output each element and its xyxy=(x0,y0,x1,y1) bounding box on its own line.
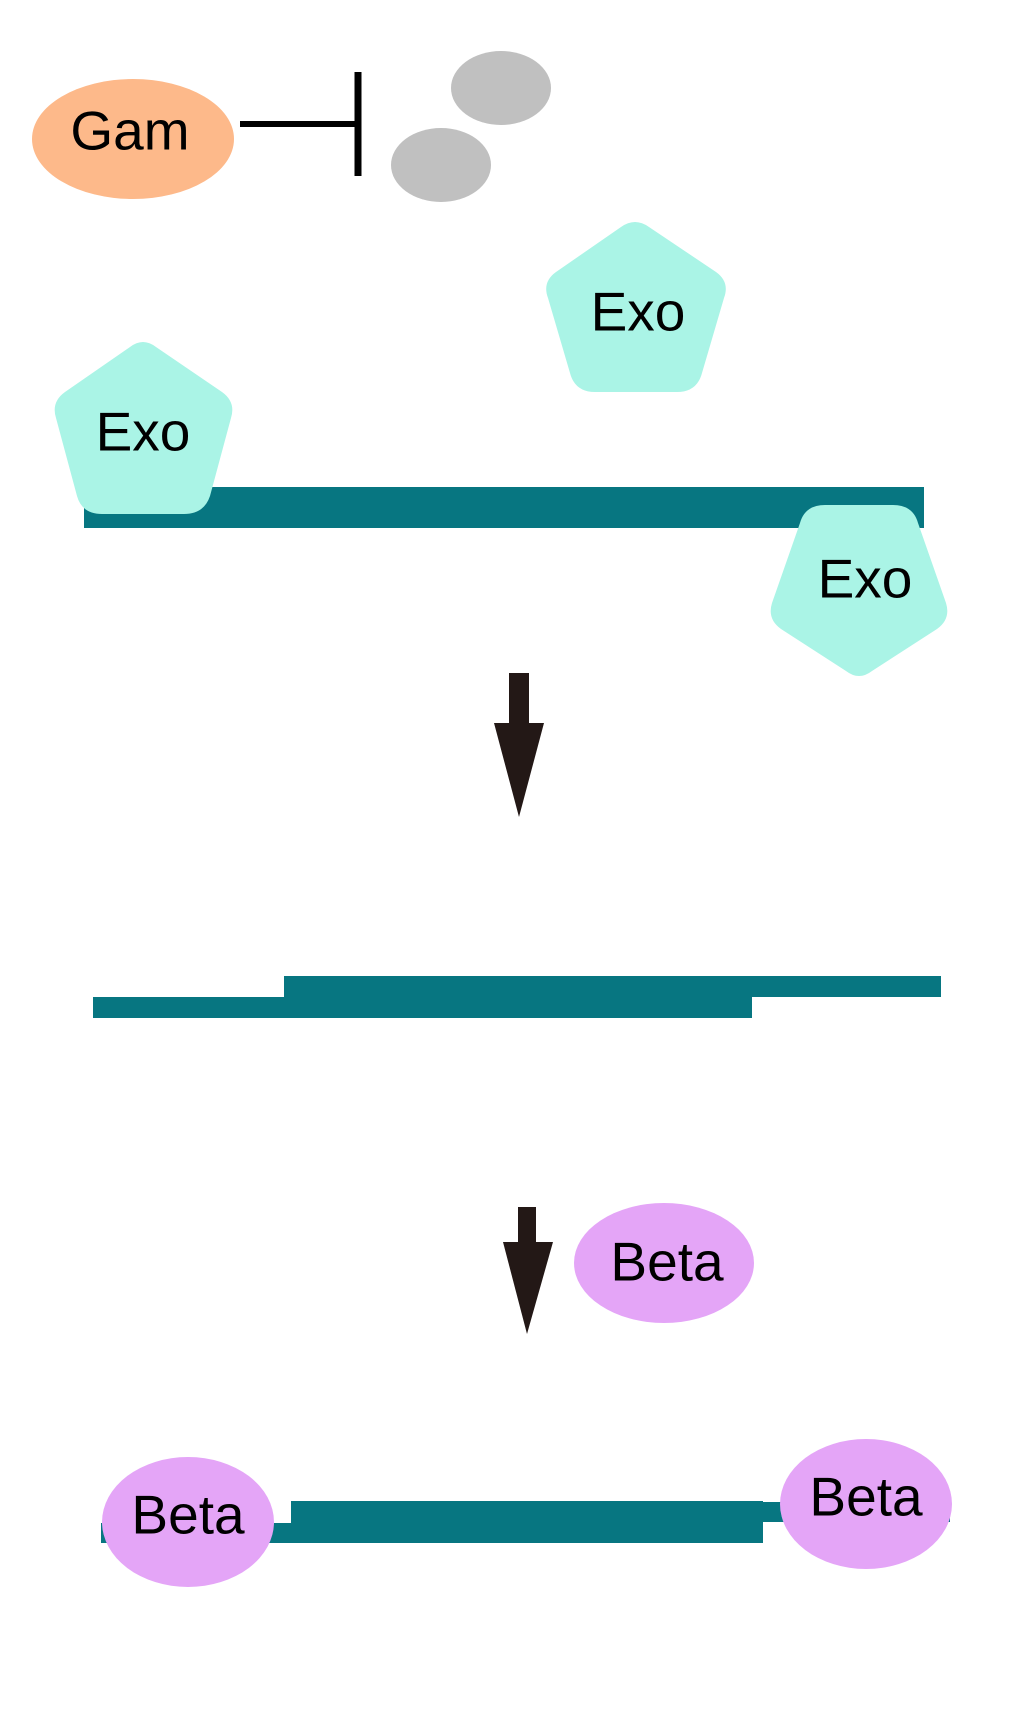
beta-label: Beta xyxy=(809,1466,923,1528)
beta-ellipse xyxy=(780,1439,952,1569)
gam-protein: Gam xyxy=(32,79,234,199)
exo-protein-right-end: Exo xyxy=(770,505,948,676)
stage-1-exo-digestion: Gam Exo Exo Exo xyxy=(32,51,948,676)
beta-label: Beta xyxy=(131,1484,245,1546)
arrow-shaft xyxy=(509,673,529,733)
beta-ellipse xyxy=(574,1203,754,1323)
complex-subunit-top xyxy=(451,51,551,125)
arrow-head xyxy=(503,1242,553,1334)
dna-bottom-strand xyxy=(93,997,752,1018)
stage-3-beta-binding: Beta Beta xyxy=(101,1439,952,1587)
stage-2-ssdna-overhangs xyxy=(93,976,941,1018)
exo-label: Exo xyxy=(818,548,913,610)
inhibition-symbol xyxy=(240,72,362,176)
exo-protein-free: Exo xyxy=(546,222,726,392)
process-arrow-1 xyxy=(494,673,544,817)
gam-label: Gam xyxy=(70,100,189,162)
beta-protein-right: Beta xyxy=(780,1439,952,1569)
dna-top-strand xyxy=(284,976,941,997)
inhibited-complex xyxy=(391,51,551,202)
dsdna-strand xyxy=(84,487,924,528)
arrow-head xyxy=(494,723,544,817)
dna-duplex-core xyxy=(291,1501,763,1543)
complex-subunit-bottom xyxy=(391,128,491,202)
beta-ellipse xyxy=(102,1457,274,1587)
gam-ellipse xyxy=(32,79,234,199)
exo-pentagon xyxy=(54,342,233,514)
beta-protein-left: Beta xyxy=(102,1457,274,1587)
exo-protein-left-end: Exo xyxy=(54,342,233,514)
exo-label: Exo xyxy=(591,281,686,343)
exo-pentagon xyxy=(770,505,948,676)
exo-pentagon xyxy=(546,222,726,392)
exo-label: Exo xyxy=(96,401,191,463)
process-arrow-2 xyxy=(503,1207,553,1334)
beta-protein-free: Beta xyxy=(574,1203,754,1323)
beta-label: Beta xyxy=(610,1231,724,1293)
